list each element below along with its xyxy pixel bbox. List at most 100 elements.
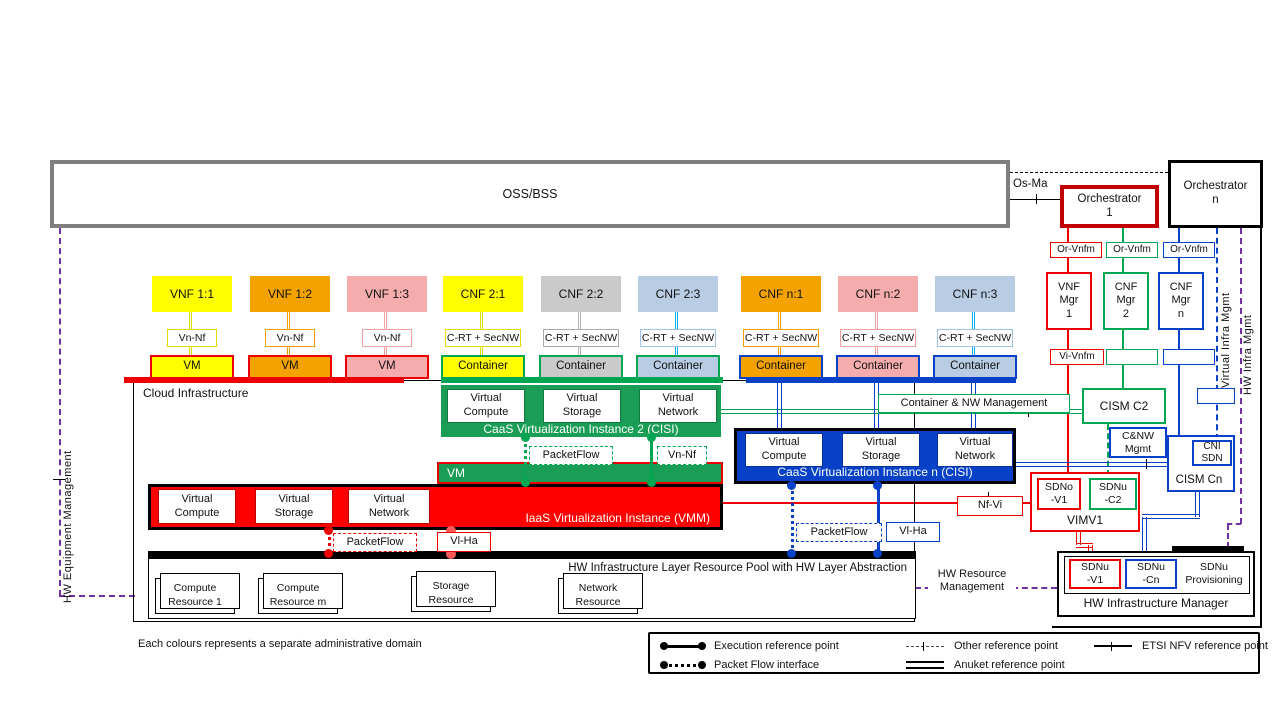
legend-execution-icon bbox=[660, 641, 706, 650]
iface-label-7: C-RT + SecNW bbox=[840, 329, 916, 347]
legend-other-label: Other reference point bbox=[954, 640, 1058, 652]
oss-bss-box: OSS/BSS bbox=[50, 160, 1010, 228]
vl-ha-label-blue: Vl-Ha bbox=[886, 522, 940, 542]
blue-dot bbox=[787, 481, 796, 490]
resource-box-2: Storage Resource bbox=[411, 571, 496, 612]
blue-execution-drop bbox=[877, 486, 880, 553]
or-vnfm-label-red: Or-Vnfm bbox=[1050, 242, 1102, 258]
legend-packet-flow-label: Packet Flow interface bbox=[714, 659, 820, 671]
vm-bar: VM bbox=[437, 462, 723, 484]
empty-ref-box-blue-small bbox=[1197, 388, 1235, 404]
red-dot bbox=[324, 549, 333, 558]
container-group-bus-blue bbox=[746, 377, 1016, 383]
legend-anuket-label: Anuket reference point bbox=[954, 659, 1065, 671]
iface-label-4: C-RT + SecNW bbox=[543, 329, 619, 347]
hw-infra-mgmt-label: HW Infra Mgmt bbox=[1242, 314, 1254, 395]
legend-etsi-nfv-icon bbox=[1094, 642, 1132, 651]
etsi-tick bbox=[1146, 459, 1147, 469]
iface-label-0: Vn-Nf bbox=[167, 329, 217, 347]
cism-c2-dashed-line bbox=[1107, 424, 1109, 476]
runtime-box-7: Container bbox=[836, 355, 920, 379]
cism-cn-box: CNI SDN CISM Cn bbox=[1167, 435, 1235, 492]
os-ma-line bbox=[1010, 199, 1060, 200]
cism-cn-label: CISM Cn bbox=[1175, 474, 1223, 486]
hw-pool-box: HW Infrastructure Layer Resource Pool wi… bbox=[148, 551, 916, 619]
right-domain-border-vertical bbox=[1260, 228, 1262, 627]
cnw-mgmt-box: C&NW Mgmt bbox=[1109, 427, 1167, 458]
iface-label-5: C-RT + SecNW bbox=[640, 329, 716, 347]
cloud-infrastructure-label: Cloud Infrastructure bbox=[143, 386, 249, 400]
nf-box-0: VNF 1:1 bbox=[152, 276, 232, 312]
nf-box-7: CNF n:2 bbox=[838, 276, 918, 312]
legend-item-execution: Execution reference point bbox=[660, 638, 839, 654]
cismcn-sdnucn-link-v1 bbox=[1195, 492, 1200, 517]
runtime-box-4: Container bbox=[539, 355, 623, 379]
iface-label-3: C-RT + SecNW bbox=[445, 329, 521, 347]
hw-infra-dashed-elbow bbox=[1227, 523, 1241, 525]
hw-infra-manager-box: SDNu -V1 SDNu -Cn SDNu Provisioning HW I… bbox=[1057, 551, 1255, 617]
red-packetflow-drop bbox=[328, 530, 331, 553]
hw-infra-dashed-drop bbox=[1227, 524, 1229, 548]
legend-item-packet-flow: Packet Flow interface bbox=[660, 657, 820, 673]
iaas-caption: IaaS Virtualization Instance (VMM) bbox=[525, 511, 710, 525]
cnf-mgr-2-box: CNF Mgr 2 bbox=[1103, 272, 1149, 330]
blue-dot bbox=[873, 481, 882, 490]
caas2-virtual-network: Virtual Network bbox=[639, 389, 717, 423]
runtime-box-0: VM bbox=[150, 355, 234, 379]
nf-vi-label: Nf-Vi bbox=[957, 496, 1023, 516]
caas2-virtual-compute: Virtual Compute bbox=[447, 389, 525, 423]
iaas-virtual-compute: Virtual Compute bbox=[158, 489, 236, 524]
runtime-box-8: Container bbox=[933, 355, 1017, 379]
vm-group-bus-red bbox=[124, 377, 404, 383]
sdnu-v1-box: SDNu -V1 bbox=[1069, 559, 1121, 589]
hw-infra-manager-label: HW Infrastructure Manager bbox=[1083, 596, 1229, 610]
runtime-box-1: VM bbox=[248, 355, 332, 379]
legend-note: Each colours represents a separate admin… bbox=[138, 638, 422, 650]
green-packetflow-drop bbox=[524, 437, 527, 484]
nf-box-2: VNF 1:3 bbox=[347, 276, 427, 312]
hw-equipment-line-vertical bbox=[59, 228, 61, 596]
vm-bar-label: VM bbox=[447, 466, 465, 480]
etsi-tick bbox=[53, 479, 65, 480]
resource-box-1: Compute Resource m bbox=[258, 573, 343, 614]
cism-c2-box: CISM C2 bbox=[1082, 388, 1166, 424]
oss-orchn-dashed-line bbox=[1010, 172, 1168, 173]
cismcn-sdnucn-link-h bbox=[1142, 514, 1200, 519]
nf-box-4: CNF 2:2 bbox=[541, 276, 621, 312]
caasn-virtual-network: Virtual Network bbox=[937, 433, 1013, 467]
iface-label-2: Vn-Nf bbox=[362, 329, 412, 347]
cni-sdn-box: CNI SDN bbox=[1192, 440, 1232, 466]
hw-infra-dashed-line bbox=[1240, 228, 1242, 524]
caasn-virtual-compute: Virtual Compute bbox=[745, 433, 823, 467]
orchestrator-1-box: Orchestrator 1 bbox=[1060, 185, 1159, 228]
legend-execution-label: Execution reference point bbox=[714, 640, 839, 652]
virtual-infra-dashed-line bbox=[1216, 228, 1218, 440]
green-execution-drop bbox=[650, 437, 653, 484]
virtual-infra-mgmt-label: Virtual Infra Mgmt bbox=[1220, 292, 1232, 388]
legend-box bbox=[648, 632, 1260, 674]
vim-label: VIMV1 bbox=[1066, 513, 1103, 527]
nf-box-8: CNF n:3 bbox=[935, 276, 1015, 312]
vn-nf-label-green: Vn-Nf bbox=[657, 446, 707, 465]
caas2-box: Virtual Compute Virtual Storage Virtual … bbox=[441, 385, 721, 437]
vim-sdnuv1-link-v1 bbox=[1076, 532, 1081, 545]
hw-equipment-mgmt-label: HW Equipment Management bbox=[62, 450, 74, 603]
caasn-caption: CaaS Virtualization Instance n (CISI) bbox=[777, 465, 973, 479]
legend-item-etsi-nfv: ETSI NFV reference point bbox=[1094, 638, 1268, 654]
legend-other-icon bbox=[906, 641, 944, 651]
iaas-box: Virtual Compute Virtual Storage Virtual … bbox=[148, 484, 723, 530]
empty-ref-box-blue bbox=[1163, 349, 1215, 365]
nf-box-5: CNF 2:3 bbox=[638, 276, 718, 312]
runtime-box-2: VM bbox=[345, 355, 429, 379]
hw-resource-mgmt-label: HW Resource Management bbox=[928, 563, 1016, 599]
or-vnfm-label-blue: Or-Vnfm bbox=[1163, 242, 1215, 258]
or-vnfm-label-green: Or-Vnfm bbox=[1106, 242, 1158, 258]
red-dot bbox=[446, 549, 456, 559]
legend-anuket-icon bbox=[906, 661, 944, 669]
caasn-cismcn-anuket-line bbox=[1016, 462, 1167, 467]
legend-item-anuket: Anuket reference point bbox=[906, 657, 1065, 673]
iaas-virtual-storage: Virtual Storage bbox=[255, 489, 333, 524]
packetflow-label-red: PacketFlow bbox=[333, 533, 417, 552]
blue-packetflow-drop bbox=[791, 486, 794, 553]
